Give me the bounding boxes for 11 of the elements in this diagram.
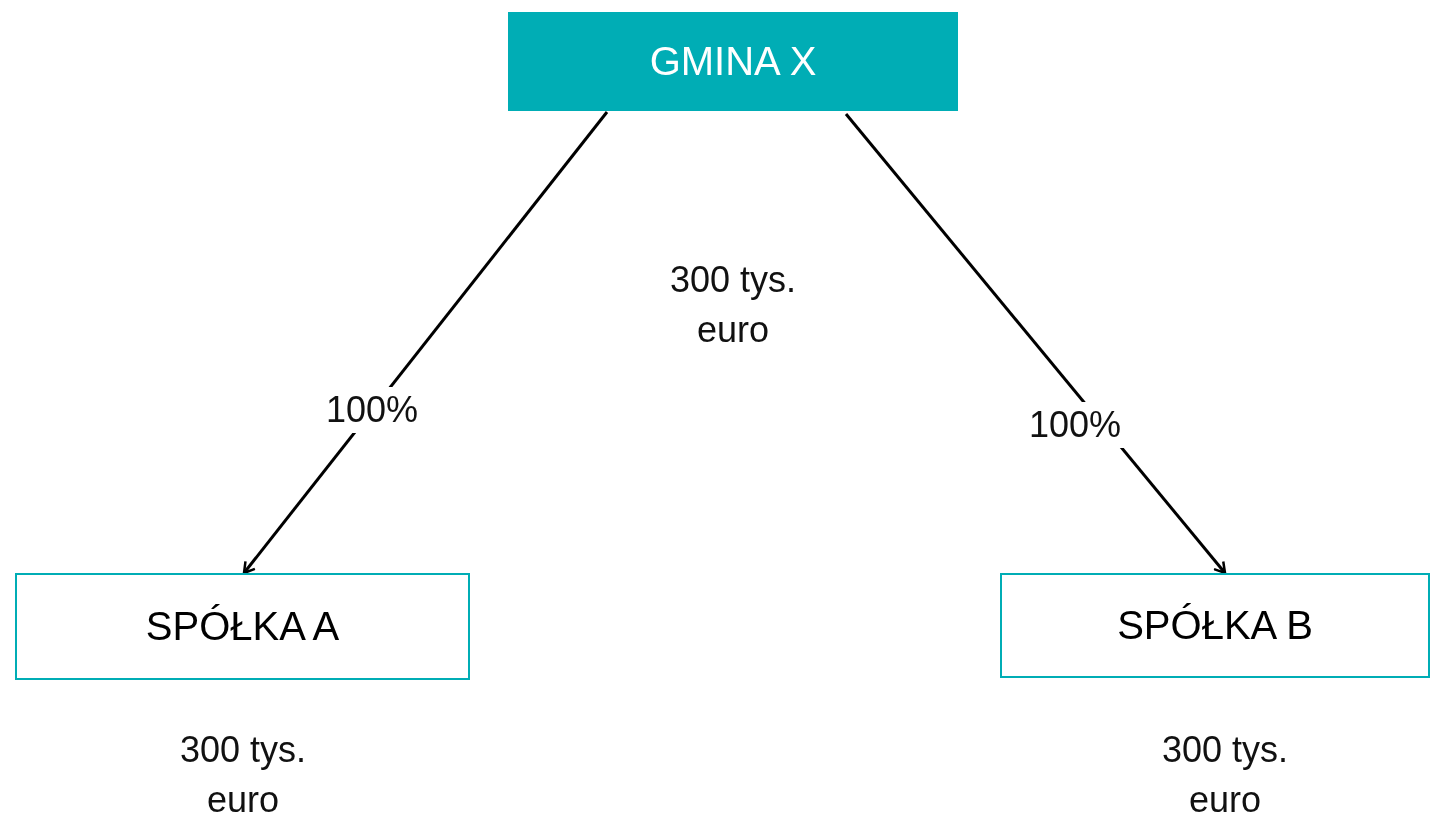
company-box xyxy=(1000,573,1430,678)
company-box xyxy=(15,573,470,680)
amount-text: 300 tys. euro xyxy=(668,258,798,352)
node-label: SPÓŁKA A xyxy=(145,604,340,649)
entity-box xyxy=(508,12,958,111)
amount-text: 300 tys. euro xyxy=(1160,728,1290,820)
node-label: SPÓŁKA B xyxy=(1117,603,1313,648)
arrow xyxy=(242,111,609,575)
amount-text: 300 tys. euro xyxy=(178,728,308,820)
arrow xyxy=(844,113,1227,575)
node-label: GMINA X xyxy=(649,39,817,84)
